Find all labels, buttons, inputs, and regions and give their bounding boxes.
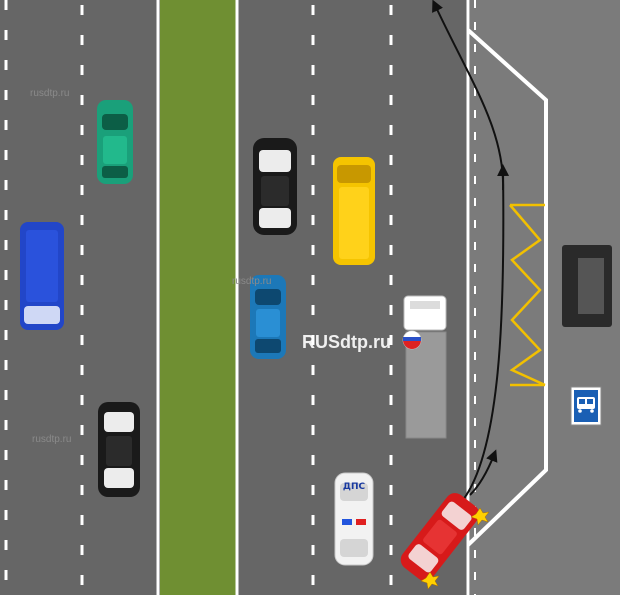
bus-shelter bbox=[562, 245, 612, 327]
black-car-right bbox=[253, 138, 297, 235]
spark-icon bbox=[420, 507, 490, 590]
red-car bbox=[400, 493, 480, 581]
watermark-small-1: rusdtp.ru bbox=[30, 88, 69, 99]
bus-stop-zigzag bbox=[509, 203, 546, 387]
flag-ball-icon bbox=[402, 330, 422, 350]
median-grass bbox=[160, 0, 236, 595]
yellow-van bbox=[333, 157, 375, 265]
watermark-small-2: rusdtp.ru bbox=[232, 276, 271, 287]
bus-stop-sign-icon bbox=[570, 386, 602, 426]
blue-van bbox=[20, 222, 64, 330]
trajectory-lower bbox=[462, 164, 510, 501]
blue-car bbox=[250, 275, 286, 359]
police-car-label: ДПС bbox=[343, 482, 366, 492]
watermark-main: RUSdtp.ru bbox=[302, 332, 391, 352]
police-car bbox=[334, 472, 374, 566]
trajectory-lower-head bbox=[469, 449, 498, 496]
black-car-left bbox=[98, 402, 140, 497]
green-car bbox=[97, 100, 133, 184]
truck bbox=[403, 295, 447, 439]
lane-dashes bbox=[4, 0, 393, 595]
watermark-small-3: rusdtp.ru bbox=[32, 434, 71, 445]
bus-pocket-outline bbox=[466, 28, 548, 547]
